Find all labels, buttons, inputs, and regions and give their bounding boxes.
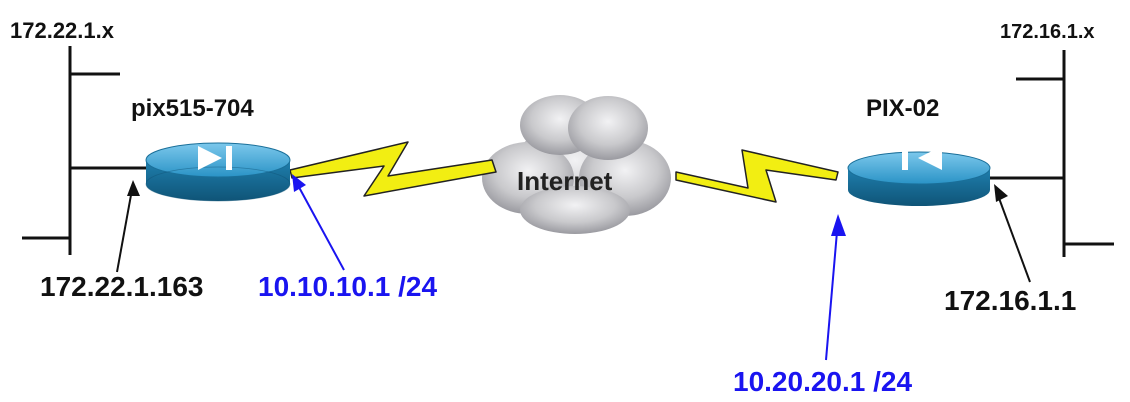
right-firewall-name: PIX-02 (866, 95, 940, 122)
right-wan-link-lightning-icon (675, 149, 839, 203)
left-firewall-icon (145, 142, 291, 202)
left-outside-arrow (292, 174, 345, 271)
left-outside-ip-label: 10.10.10.1 /24 (258, 271, 438, 302)
internet-cloud-label: Internet (517, 166, 613, 196)
left-firewall-name: pix515-704 (131, 95, 254, 122)
right-lan-segment (990, 50, 1114, 257)
left-inside-arrow (116, 180, 140, 273)
right-outside-ip-label: 10.20.20.1 /24 (733, 366, 913, 397)
left-wan-link-lightning-icon (289, 141, 497, 197)
internet-cloud-icon (482, 95, 671, 234)
right-inside-arrow (994, 184, 1031, 283)
left-inside-ip-label: 172.22.1.163 (40, 271, 204, 302)
left-network-label: 172.22.1.x (10, 18, 114, 43)
left-lan-segment (22, 46, 148, 255)
right-network-label: 172.16.1.x (1000, 21, 1095, 43)
right-outside-arrow (825, 214, 846, 361)
right-inside-ip-label: 172.16.1.1 (944, 285, 1077, 316)
right-firewall-icon (847, 146, 991, 206)
